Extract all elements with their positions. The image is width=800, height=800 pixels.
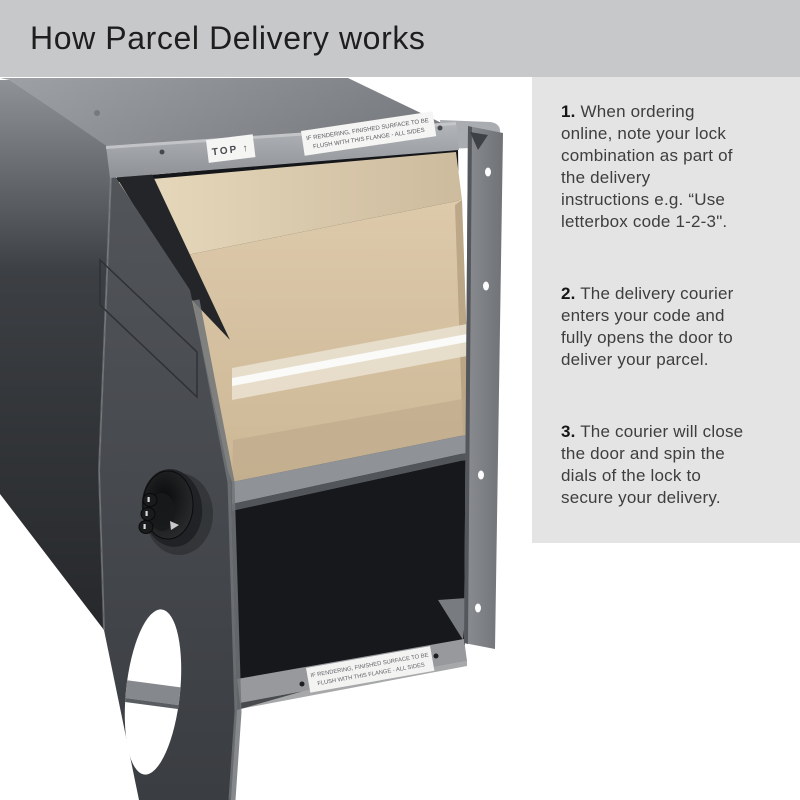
box-left-face [0,80,112,630]
top-orientation-sticker: TOP ↑ [206,134,256,163]
packing-tape-highlight [232,334,467,386]
combination-lock [138,469,213,555]
parcel-lower-shadow [232,398,470,482]
step-text: When ordering online, note your lock com… [561,102,733,231]
door-edge-wedge [112,170,230,340]
flange-top-notch [470,132,488,150]
rivet [159,149,165,155]
instructions-panel: 1. When ordering online, note your lock … [532,77,800,543]
rivet-hole [478,470,484,480]
rivet-hole [485,167,491,177]
step-number: 2. [561,284,576,303]
step-text: The courier will close the door and spin… [561,422,744,507]
instruction-step-3: 3. The courier will close the door and s… [561,421,782,509]
bottom-rail-through-cutout [117,678,189,708]
parcel-top-face [118,152,462,262]
instruction-step-2: 2. The delivery courier enters your code… [561,283,782,371]
oval-cutout [117,609,189,775]
title-banner: How Parcel Delivery works [0,0,800,77]
lower-compartment-interior [232,459,470,679]
front-corner-highlight [97,149,113,631]
instruction-step-1: 1. When ordering online, note your lock … [561,101,782,233]
door-jamb-highlight [192,299,242,800]
bottom-flange: IF RENDERING, FINISHED SURFACE TO BE FLU… [237,639,467,709]
rivet [94,110,100,116]
letter-slot-emboss [99,258,198,399]
step-number: 1. [561,102,576,121]
corner-bracket [438,598,467,640]
rivet [437,125,443,131]
parcel-front-face [152,200,470,482]
step-number: 3. [561,422,576,441]
knob-highlight [170,521,179,530]
rivet-hole [483,281,489,291]
step-text: The delivery courier enters your code an… [561,284,734,369]
shelf-front-edge [232,434,470,504]
rivet-hole [475,603,481,613]
lock-dials [138,493,158,534]
svg-text:TOP ↑: TOP ↑ [211,143,250,159]
shelf-under-edge [232,452,470,511]
page-title: How Parcel Delivery works [30,20,426,56]
rivet [433,653,439,659]
right-flange [464,126,503,649]
top-flange: TOP ↑ IF RENDERING, FINISHED SURFACE TO … [106,111,459,178]
rivet [299,681,305,687]
